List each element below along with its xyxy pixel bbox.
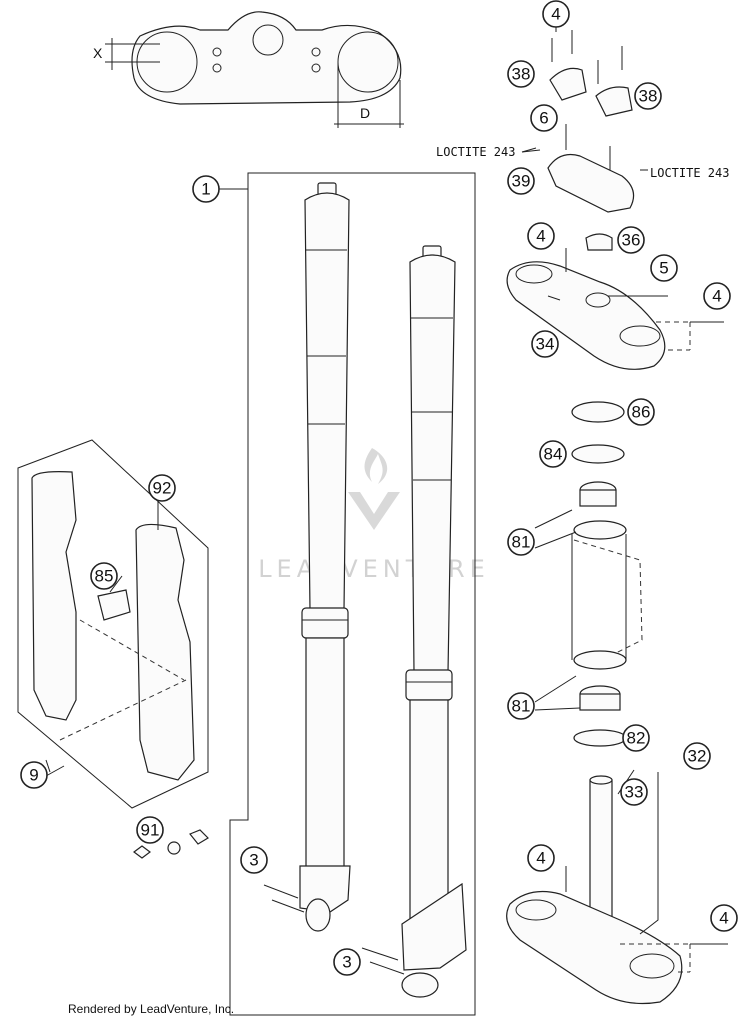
callout-91: 91	[136, 816, 164, 844]
callout-86: 86	[627, 398, 655, 426]
svg-text:4: 4	[719, 909, 728, 928]
callout-4-upper-clamp: 4	[527, 222, 555, 250]
left-fork-leg	[299, 182, 351, 932]
callout-4-lower-right: 4	[710, 904, 738, 932]
credit-text: Rendered by LeadVenture, Inc.	[68, 1002, 235, 1016]
svg-text:81: 81	[512, 533, 531, 552]
svg-text:33: 33	[625, 783, 644, 802]
leadventure-watermark: LEADVENTURE	[258, 448, 490, 583]
callout-3-upper: 3	[240, 846, 268, 874]
fork-assembly-frame	[229, 172, 476, 1016]
svg-text:81: 81	[512, 697, 531, 716]
callout-3-lower: 3	[333, 948, 361, 976]
svg-text:38: 38	[512, 65, 531, 84]
svg-text:39: 39	[512, 172, 531, 191]
callout-4-lower-clamp: 4	[527, 844, 555, 872]
dim-d-label: D	[360, 105, 370, 121]
callout-33: 33	[620, 778, 648, 806]
callout-85: 85	[90, 562, 118, 590]
svg-text:9: 9	[29, 766, 38, 785]
loctite-label-right: LOCTITE 243	[650, 166, 729, 180]
callout-4-upper-right: 4	[703, 282, 731, 310]
svg-text:4: 4	[712, 287, 721, 306]
fork-guard-group	[17, 439, 209, 859]
svg-text:84: 84	[544, 445, 563, 464]
callout-34: 34	[531, 330, 559, 358]
axle-clamp-screws	[263, 884, 405, 975]
right-fork-leg	[401, 245, 467, 998]
callout-84: 84	[539, 440, 567, 468]
callout-39: 39	[507, 167, 535, 195]
dim-x-label: X	[93, 45, 103, 61]
loctite-label-left: LOCTITE 243	[436, 145, 515, 159]
callout-36: 36	[617, 226, 645, 254]
callout-9: 9	[20, 761, 48, 789]
callout-1: 1	[192, 175, 220, 203]
svg-text:85: 85	[95, 567, 114, 586]
callout-38-right: 38	[634, 82, 662, 110]
svg-text:3: 3	[342, 953, 351, 972]
svg-text:86: 86	[632, 403, 651, 422]
svg-text:4: 4	[536, 227, 545, 246]
svg-text:38: 38	[639, 87, 658, 106]
svg-text:6: 6	[539, 109, 548, 128]
callout-38-left: 38	[507, 60, 535, 88]
triple-clamp-top-view: X D	[93, 11, 404, 128]
lower-triple-clamp	[506, 772, 728, 1005]
svg-text:92: 92	[153, 479, 172, 498]
svg-text:82: 82	[627, 729, 646, 748]
callout-81-lower: 81	[507, 692, 535, 720]
svg-text:34: 34	[536, 335, 555, 354]
upper-triple-clamp	[506, 233, 724, 370]
svg-text:5: 5	[659, 259, 668, 278]
callout-81-upper: 81	[507, 528, 535, 556]
svg-text:32: 32	[688, 747, 707, 766]
callout-5: 5	[650, 254, 678, 282]
svg-text:3: 3	[249, 851, 258, 870]
callout-82: 82	[622, 724, 650, 752]
svg-text:4: 4	[551, 5, 560, 24]
callout-6: 6	[530, 104, 558, 132]
steering-bearings	[571, 401, 643, 747]
watermark-text: LEADVENTURE	[258, 555, 490, 583]
handlebar-clamp-group	[521, 30, 648, 213]
svg-text:1: 1	[201, 180, 210, 199]
callout-4-top: 4	[542, 0, 570, 28]
svg-text:36: 36	[622, 231, 641, 250]
callout-92: 92	[148, 474, 176, 502]
callout-32: 32	[683, 742, 711, 770]
svg-text:4: 4	[536, 849, 545, 868]
svg-text:91: 91	[141, 821, 160, 840]
